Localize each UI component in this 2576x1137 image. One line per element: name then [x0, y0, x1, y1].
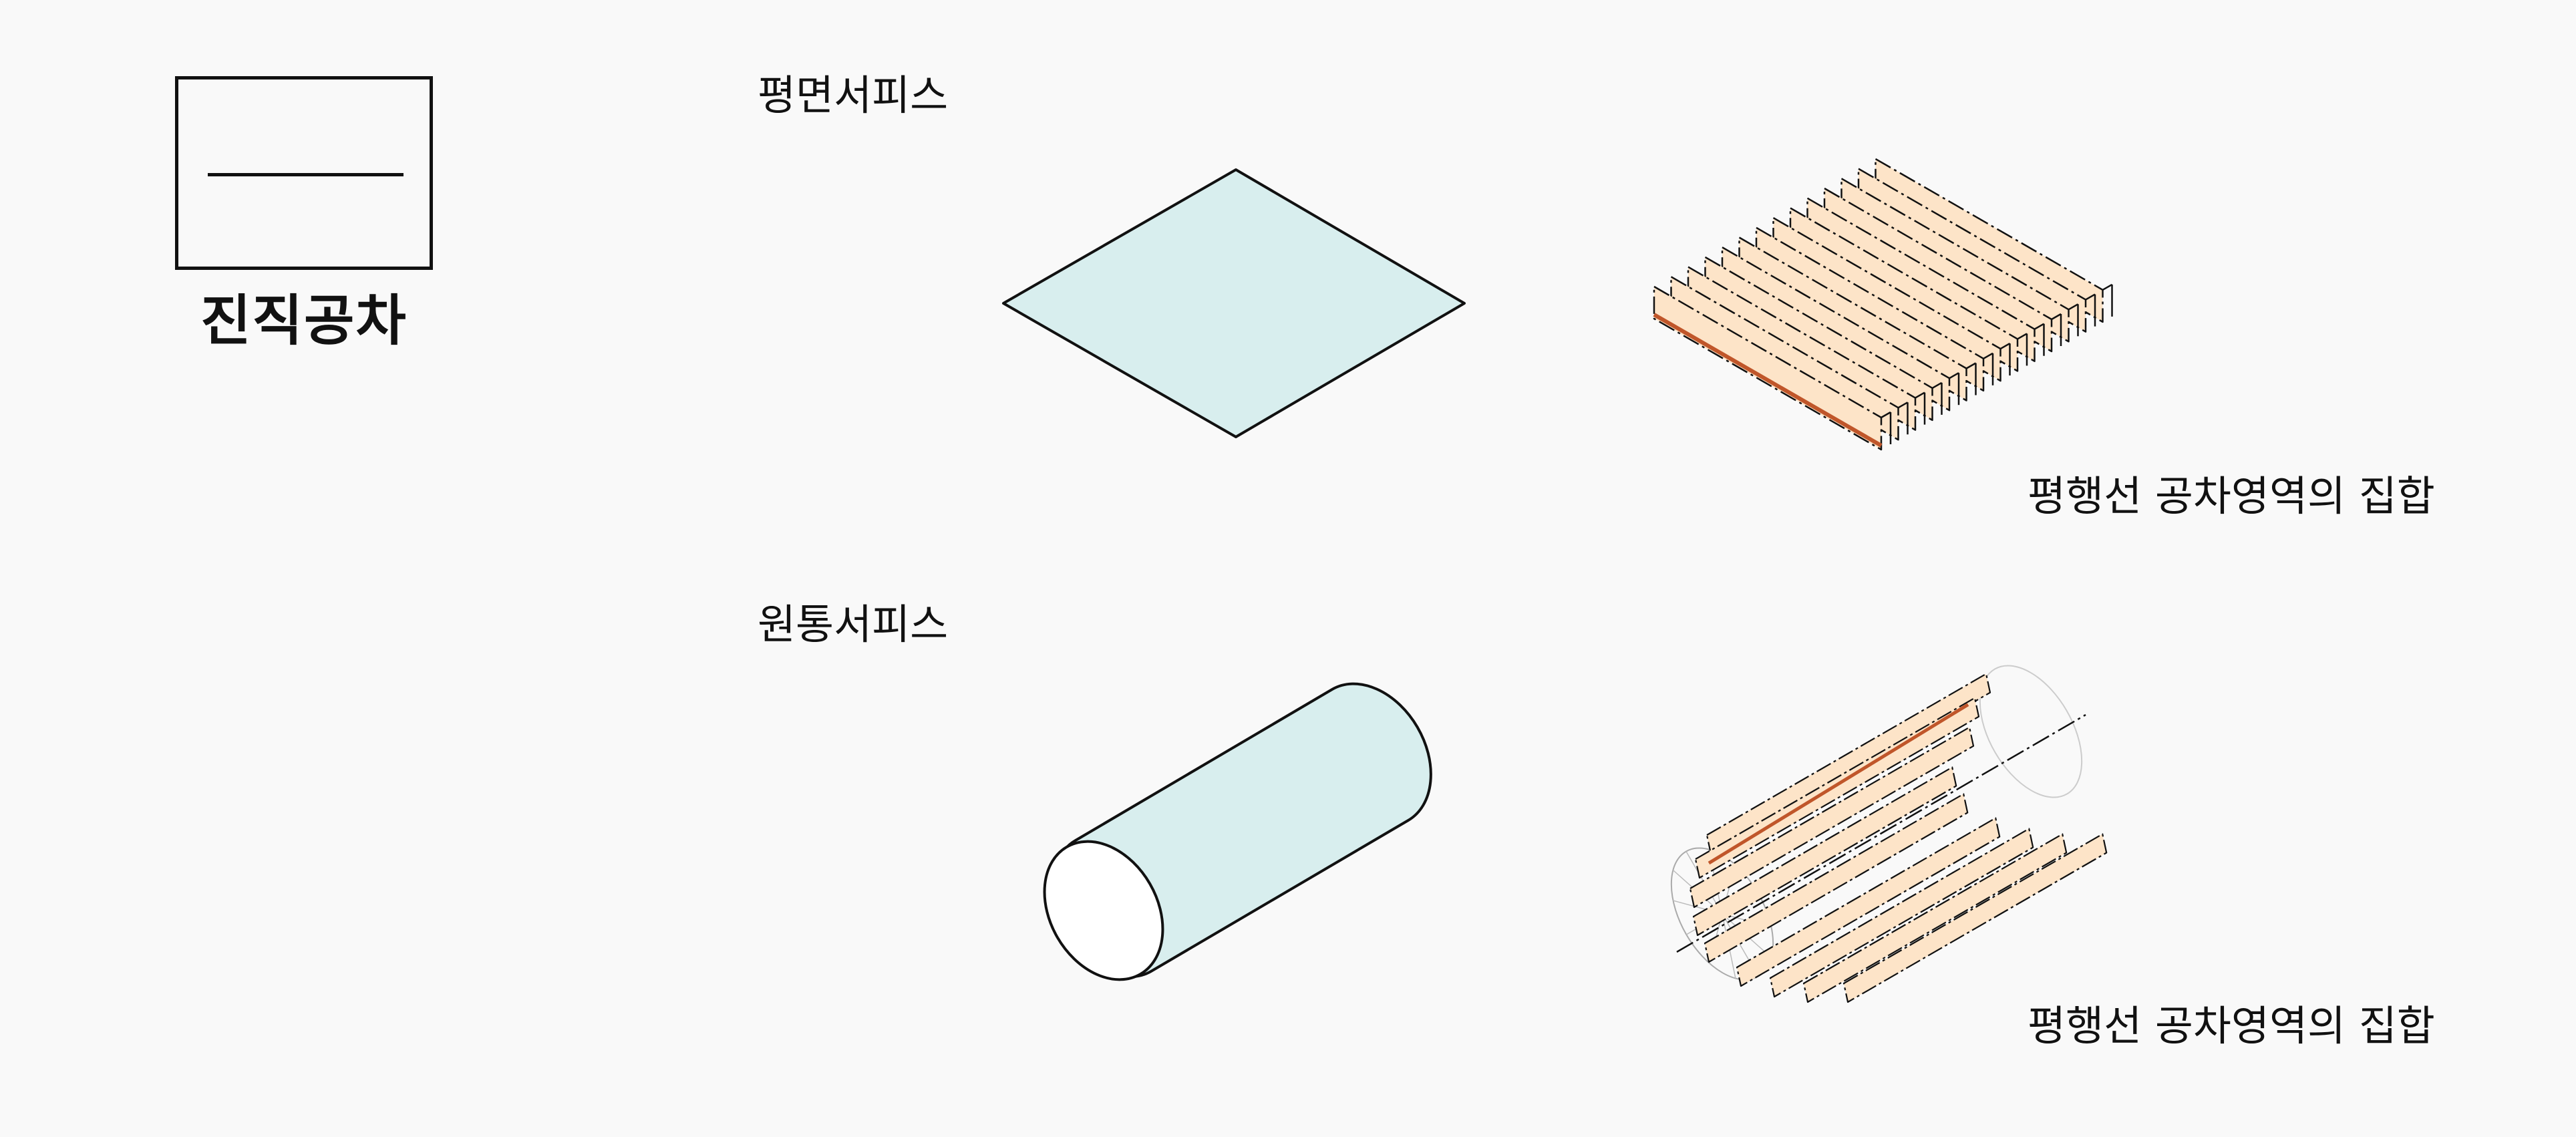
planar-surface — [1002, 168, 1466, 438]
cylindrical-zone — [1704, 793, 1969, 963]
planar-zone-face — [1653, 285, 1883, 451]
planar-zone-edge — [2102, 283, 2113, 291]
planar-zone-edge — [2051, 313, 2062, 321]
cylindrical-zone-face — [1704, 793, 1969, 963]
cylindrical-zone — [1842, 833, 2108, 1003]
planar-zone-edge — [1983, 352, 1993, 359]
cylindrical-zone — [1802, 833, 2068, 1003]
cylindrical-zone-face — [1842, 833, 2108, 1003]
cylindrical-zone-face — [1689, 726, 1975, 909]
straightness-symbol-frame — [175, 76, 433, 270]
section-title-cylindrical: 원통서피스 — [758, 600, 949, 649]
planar-zone-edge — [1999, 343, 2011, 350]
cylindrical-zone — [1694, 697, 1980, 879]
cylinder-surface — [1043, 682, 1432, 981]
cylinder-outline-far-end — [1979, 665, 2083, 798]
planar-zone-edge — [2085, 293, 2096, 301]
cylindrical-zone-highlight-line — [1708, 703, 1969, 865]
planar-zone-edge — [2034, 323, 2045, 330]
cylindrical-zone — [1692, 766, 1957, 937]
planar-tolerance-zones — [1653, 158, 2113, 451]
cylindrical-zone-face — [1802, 833, 2068, 1003]
cylindrical-zone — [1736, 817, 2001, 987]
cylindrical-zone-face — [1692, 766, 1957, 937]
legend-label: 진직공차 — [200, 289, 408, 353]
planar-zone-edge — [1881, 411, 1891, 419]
cylindrical-tolerance-zones — [1670, 665, 2108, 1003]
cylindrical-zone-face — [1706, 673, 1991, 855]
planar-zone-edge — [1897, 401, 1909, 409]
planar-zone-edge — [2017, 333, 2028, 340]
cylinder-end-face — [1043, 840, 1164, 981]
cylindrical-zone-face — [1769, 828, 2034, 998]
section-title-planar: 평면서피스 — [758, 71, 949, 120]
cylindrical-zone — [1769, 828, 2034, 998]
straightness-symbol-line — [208, 173, 404, 176]
planar-zone-edge — [1915, 391, 1925, 399]
planar-zone — [1653, 285, 1892, 451]
cylinder-axis — [1676, 713, 2086, 953]
planar-zone-edge — [1949, 372, 1959, 379]
caption-cylindrical: 평행선 공차영역의 집합 — [2028, 1001, 2435, 1050]
planar-zone-edge — [2068, 303, 2079, 311]
cylindrical-zone — [1689, 726, 1975, 909]
planar-zone-edge — [1965, 362, 1977, 369]
cylindrical-zone — [1706, 673, 1991, 855]
planar-zone-edge — [1931, 381, 1943, 389]
planar-zone-highlight-line — [1653, 313, 1883, 448]
cylindrical-zone-face — [1736, 817, 2001, 987]
caption-planar: 평행선 공차영역의 집합 — [2028, 472, 2435, 520]
